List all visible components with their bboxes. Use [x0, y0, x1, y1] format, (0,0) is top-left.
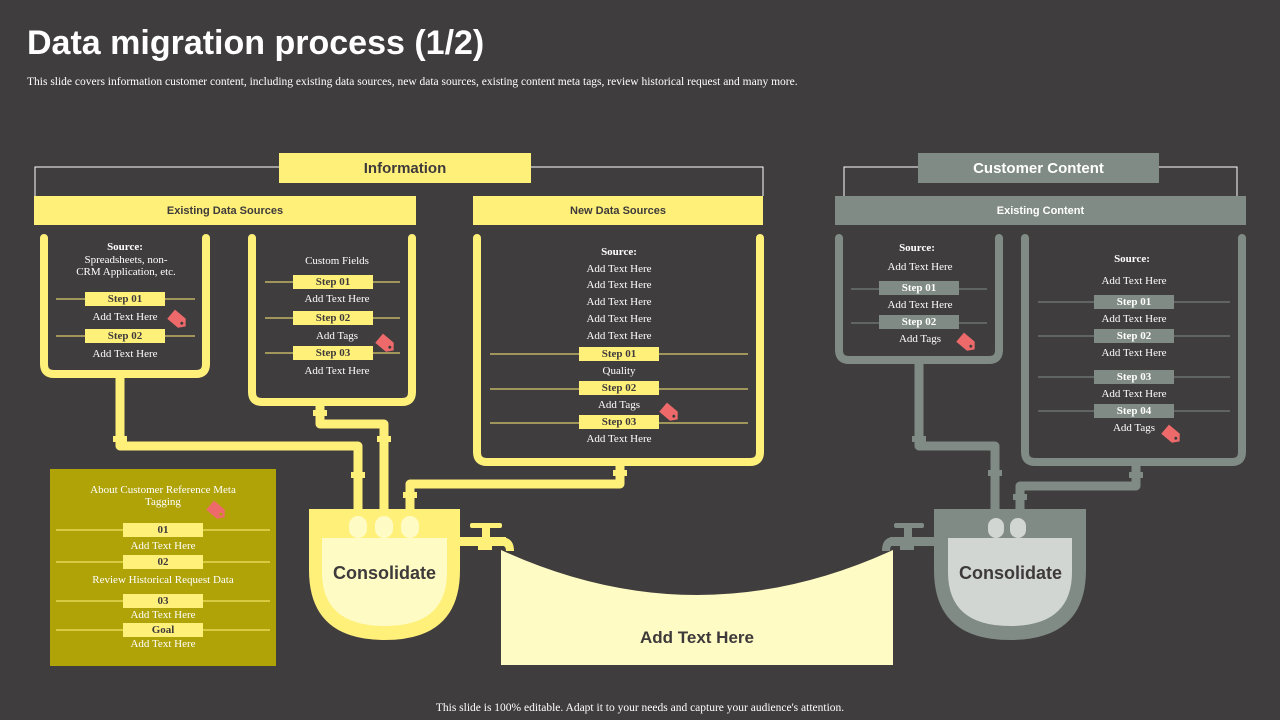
goal-text: Add Text Here — [130, 638, 196, 650]
step-badge: Step 02 — [1094, 329, 1174, 343]
step-badge: Step 01 — [293, 275, 373, 289]
step-text: Quality — [602, 365, 636, 377]
meta-item-text: Add Text Here — [130, 540, 196, 552]
customer-content-header: Customer Content — [918, 153, 1159, 183]
existing-data-sources-header: Existing Data Sources — [34, 196, 416, 225]
pipe-5 — [1015, 464, 1141, 515]
new-data-sources-header: New Data Sources — [473, 196, 763, 225]
existing-content-header: Existing Content — [835, 196, 1246, 225]
source-line: Add Text Here — [1101, 275, 1167, 287]
footer-note: This slide is 100% editable. Adapt it to… — [435, 702, 845, 714]
step-badge: Step 01 — [579, 347, 659, 361]
step-badge: Step 02 — [579, 381, 659, 395]
new-source-box — [473, 234, 764, 466]
meta-item-badge: 01 — [123, 523, 203, 537]
source-line: Add Text Here — [586, 330, 652, 342]
tag-icon — [167, 309, 186, 328]
source-label: Source: — [107, 241, 143, 253]
source-line: Add Text Here — [586, 279, 652, 291]
step-badge: Step 04 — [1094, 404, 1174, 418]
right-tap — [882, 523, 936, 551]
left-tap — [460, 523, 514, 551]
step-text: Add Tags — [1112, 422, 1156, 434]
step-text: Add Text Here — [304, 293, 370, 305]
meta-item-badge: 03 — [123, 594, 203, 608]
step-badge: Step 02 — [85, 329, 165, 343]
page-title: Data migration process (1/2) — [27, 24, 485, 62]
pipe-3 — [405, 464, 625, 515]
source-line: Add Text Here — [586, 313, 652, 325]
step-text: Add Tags — [315, 330, 359, 342]
tag-icon — [659, 402, 678, 421]
pipe-4 — [914, 362, 1000, 515]
goal-badge: Goal — [123, 623, 203, 637]
step-text: Add Text Here — [1101, 347, 1167, 359]
source-line: Add Text Here — [586, 263, 652, 275]
source-label: Source: — [1114, 253, 1150, 265]
existing-source-box-2 — [248, 234, 416, 406]
step-badge: Step 03 — [579, 415, 659, 429]
step-badge: Step 01 — [879, 281, 959, 295]
source-text: Spreadsheets, non-CRM Application, etc. — [76, 254, 176, 278]
tag-icon — [375, 333, 394, 352]
information-header: Information — [279, 153, 531, 183]
pipe-1 — [115, 376, 363, 515]
tag-icon — [956, 332, 975, 351]
source-line: Add Text Here — [586, 296, 652, 308]
step-badge: Step 02 — [293, 311, 373, 325]
source-line: Add Text Here — [887, 261, 953, 273]
source-label: Source: — [601, 246, 637, 258]
customer-source-box-2 — [1021, 234, 1246, 466]
step-text: Add Text Here — [304, 365, 370, 377]
step-badge: Step 03 — [293, 346, 373, 360]
step-text: Add Tags — [597, 399, 641, 411]
step-badge: Step 01 — [1094, 295, 1174, 309]
right-tank-label: Consolidate — [958, 563, 1062, 583]
meta-item-text: Review Historical Request Data — [92, 574, 234, 586]
left-tank-label: Consolidate — [332, 563, 436, 583]
source-label: Source: — [899, 242, 935, 254]
pool — [501, 550, 893, 665]
step-badge: Step 02 — [879, 315, 959, 329]
step-text: Add Text Here — [887, 299, 953, 311]
tag-icon — [1161, 424, 1180, 443]
pool-label: Add Text Here — [640, 628, 754, 647]
meta-item-badge: 02 — [123, 555, 203, 569]
step-text: Add Text Here — [92, 311, 158, 323]
step-text: Add Text Here — [1101, 313, 1167, 325]
meta-item-text: Add Text Here — [130, 609, 196, 621]
tag-icon — [206, 500, 225, 519]
customer-source-box-1 — [835, 234, 1003, 364]
step-text: Add Text Here — [92, 348, 158, 360]
step-text: Add Text Here — [586, 433, 652, 445]
step-text: Add Tags — [898, 333, 942, 345]
step-text: Add Text Here — [1101, 388, 1167, 400]
step-badge: Step 03 — [1094, 370, 1174, 384]
custom-fields-heading: Custom Fields — [305, 255, 369, 267]
pipe-2 — [315, 404, 389, 515]
page-subtitle: This slide covers information customer c… — [27, 76, 798, 88]
step-badge: Step 01 — [85, 292, 165, 306]
meta-box-heading: About Customer Reference Meta Tagging — [90, 484, 236, 508]
existing-source-box-1 — [40, 234, 210, 378]
